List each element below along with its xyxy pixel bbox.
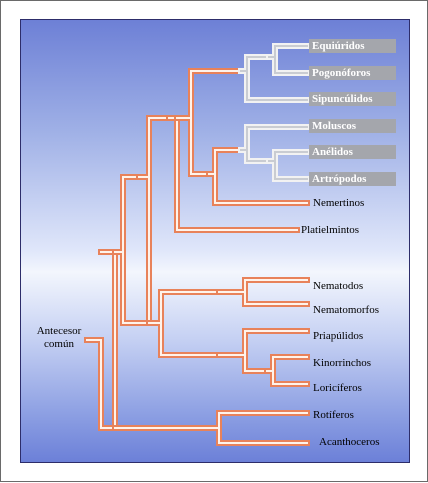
orange-branch-core-10 bbox=[218, 330, 308, 372]
label-nemertinos: Nemertinos bbox=[313, 197, 365, 209]
label-moluscos: Moluscos bbox=[309, 119, 396, 133]
label-acanthoceros: Acanthoceros bbox=[319, 436, 380, 448]
orange-branch-core-11 bbox=[266, 356, 308, 385]
label-pogonoforos: Pogonóforos bbox=[309, 66, 396, 80]
orange-branches bbox=[84, 68, 310, 446]
label-nematomorfos: Nematomorfos bbox=[313, 304, 379, 316]
white-branch-core-1 bbox=[240, 56, 308, 101]
label-kinorrinchos: Kinorrinchos bbox=[313, 357, 372, 369]
label-platielmintos: Platielmintos bbox=[301, 224, 360, 236]
white-branch-core-2 bbox=[268, 45, 308, 74]
white-branch-core-4 bbox=[268, 151, 308, 180]
label-priapulidos: Priapúlidos bbox=[313, 330, 364, 342]
orange-branch-core-8 bbox=[208, 149, 308, 204]
orange-branch-core-3 bbox=[114, 176, 150, 324]
orange-branch-7 bbox=[174, 68, 244, 177]
orange-branch-core-4 bbox=[138, 117, 170, 324]
label-sipunculidos: Sipuncúlidos bbox=[309, 92, 396, 106]
root-label: Antecesor común bbox=[35, 325, 83, 351]
label-anelidos: Anélidos bbox=[309, 145, 396, 159]
orange-branch-10 bbox=[216, 328, 310, 374]
orange-branch-2 bbox=[98, 249, 126, 431]
label-loriciferos: Loricíferos bbox=[313, 382, 362, 394]
orange-branch-core-9 bbox=[218, 279, 308, 305]
orange-branch-core-5 bbox=[148, 291, 220, 356]
label-rotiferos: Rotíferos bbox=[313, 409, 354, 421]
root-label-line-2: común bbox=[44, 338, 74, 350]
white-branch-core-3 bbox=[240, 126, 308, 162]
label-equiuridos: Equiúridos bbox=[309, 39, 396, 53]
label-nematodos: Nematodos bbox=[313, 280, 364, 292]
label-artropodos: Artrópodos bbox=[309, 172, 396, 186]
orange-branch-core-7 bbox=[176, 70, 242, 175]
orange-branch-core-12 bbox=[114, 412, 308, 444]
orange-branch-core-1 bbox=[86, 339, 116, 429]
root-label-line-1: Antecesor bbox=[36, 325, 82, 337]
orange-branch-core-6 bbox=[168, 117, 298, 231]
orange-branch-3 bbox=[112, 174, 152, 326]
white-branches bbox=[238, 43, 310, 182]
